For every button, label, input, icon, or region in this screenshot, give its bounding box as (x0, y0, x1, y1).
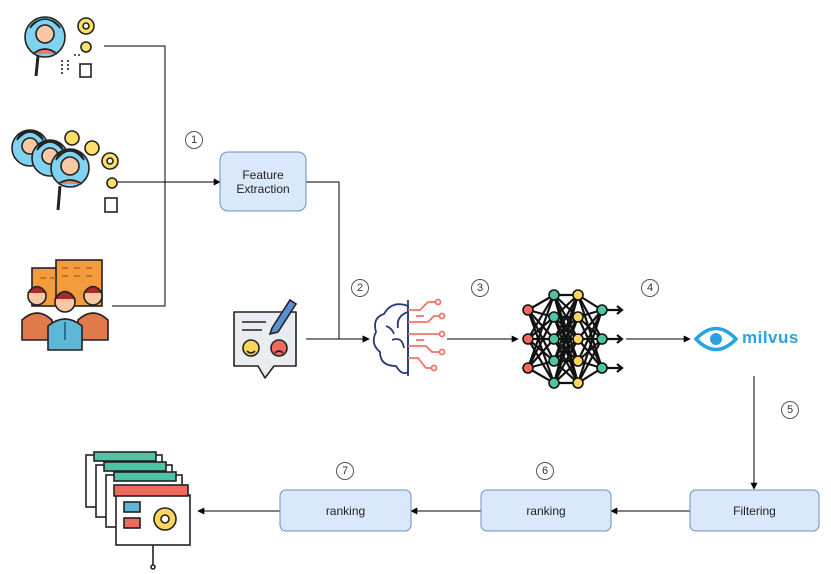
network-link (576, 309, 604, 384)
step-number-2: 2 (356, 282, 364, 294)
connectors (104, 45, 758, 515)
step-number-1: 1 (190, 134, 198, 146)
network-link (527, 338, 555, 369)
network-output-arrow (606, 363, 624, 373)
network-node (572, 377, 584, 389)
network-link (577, 309, 603, 362)
network-node (522, 304, 534, 316)
feedback-rating-icon (233, 298, 298, 379)
filtering-box[interactable] (689, 489, 820, 532)
edge-user-to-feature (104, 45, 221, 186)
step-circle-6 (536, 462, 554, 480)
step-number-4: 4 (646, 282, 654, 294)
process-boxes (219, 151, 820, 532)
network-link (553, 294, 579, 340)
brain-ai-icon (372, 298, 446, 376)
network-link (577, 309, 603, 340)
network-output-arrow (606, 334, 624, 344)
network-node (572, 311, 584, 323)
feature-extraction-box[interactable] (219, 151, 307, 212)
step-circle-1 (185, 131, 203, 149)
network-node (548, 311, 560, 323)
step-circle-2 (351, 279, 369, 297)
step-circle-7 (336, 462, 354, 480)
network-link (527, 294, 555, 340)
network-node (596, 362, 608, 374)
network-node (548, 355, 560, 367)
team-building-icon (21, 259, 109, 351)
network-node (572, 355, 584, 367)
ranking-b-box[interactable] (480, 489, 612, 532)
network-link (527, 309, 555, 340)
step-circle-3 (471, 279, 489, 297)
network-link (527, 309, 555, 362)
step-circle-5 (781, 401, 799, 419)
network-link (526, 294, 556, 369)
edge-team-to-feature (112, 182, 166, 307)
single-user-search-icon (24, 16, 95, 78)
network-output-arrow (606, 305, 624, 315)
network-link (527, 338, 555, 384)
step-circles (185, 131, 799, 480)
milvus-logo-text: milvus (742, 328, 799, 347)
network-link (577, 338, 603, 369)
step-circle-4 (641, 279, 659, 297)
user-group-search-icon (11, 129, 119, 213)
network-node (522, 333, 534, 345)
step-number-5: 5 (786, 404, 794, 416)
network-link (577, 338, 603, 384)
network-node (596, 333, 608, 345)
network-link (577, 294, 603, 340)
network-node (572, 289, 584, 301)
network-link (576, 294, 604, 369)
network-link (527, 316, 555, 369)
milvus-eye-logo-icon (693, 326, 739, 352)
network-node (548, 289, 560, 301)
network-node (522, 362, 534, 374)
network-node (572, 333, 584, 345)
network-link (553, 338, 579, 384)
network-node (548, 377, 560, 389)
ranking-a-box[interactable] (279, 489, 412, 532)
network-link (552, 316, 580, 384)
network-link (552, 294, 580, 384)
step-number-3: 3 (476, 282, 484, 294)
step-number-6: 6 (541, 465, 549, 477)
network-link (577, 316, 603, 369)
step-number-7: 7 (341, 465, 349, 477)
neural-network-icon (522, 289, 624, 389)
network-link (526, 309, 556, 384)
network-node (548, 333, 560, 345)
presentation-slides-icon (85, 451, 191, 570)
network-node (596, 304, 608, 316)
edge-feature-to-brain (306, 181, 370, 343)
